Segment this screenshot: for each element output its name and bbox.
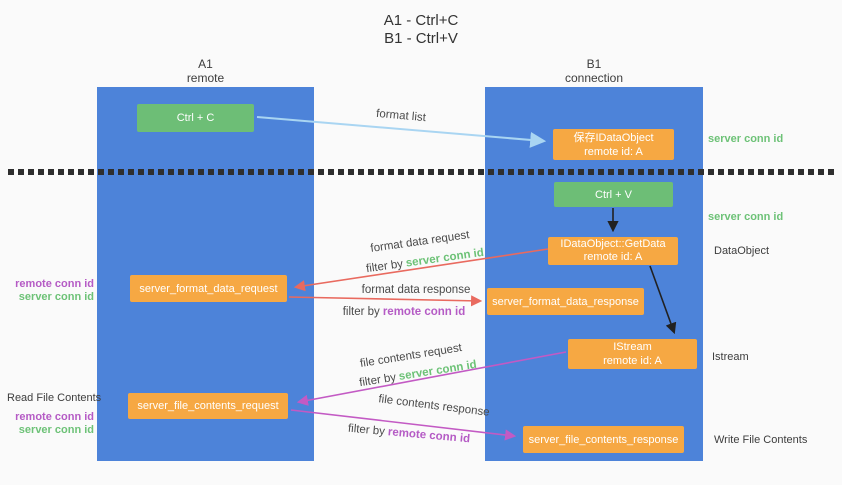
left-column-header: A1 remote (97, 57, 314, 85)
server-format-data-response-label: server_format_data_response (492, 295, 639, 308)
server-file-contents-request-box: server_file_contents_request (128, 393, 288, 419)
phase-divider-dashed-line (8, 169, 836, 175)
right-column-name: B1 (586, 57, 602, 71)
remote-conn-id-annotation: remote conn id (15, 278, 94, 290)
istream-line2: remote id: A (603, 355, 662, 367)
filter-by-text: filter by (347, 422, 386, 438)
istream-annotation: Istream (712, 351, 749, 363)
idataobject-getdata-box: IDataObject::GetData remote id: A (548, 237, 678, 265)
left-column-name: A1 (198, 57, 213, 71)
server-file-contents-request-label: server_file_contents_request (137, 400, 279, 412)
title-line-1: A1 - Ctrl+C (383, 12, 459, 29)
server-conn-id-annotation: server conn id (18, 291, 94, 303)
getdata-line2: remote id: A (583, 251, 643, 263)
ctrl-c-box: Ctrl + C (137, 104, 254, 132)
server-conn-id-text: server conn id (405, 246, 485, 270)
server-conn-id-annotation: server conn id (18, 424, 94, 436)
server-file-contents-response-label: server_file_contents_response (528, 433, 679, 446)
remote-conn-id-text: remote conn id (382, 306, 466, 318)
ctrl-c-label: Ctrl + C (176, 112, 215, 124)
right-column-role: connection (564, 71, 624, 85)
read-file-contents-annotation: Read File Contents (7, 392, 102, 404)
ctrl-v-box: Ctrl + V (554, 182, 673, 207)
save-idataobject-line1: 保存IDataObject (573, 132, 654, 144)
format-data-response-arrow (288, 295, 483, 307)
format-list-label: format list (375, 107, 427, 125)
save-idataobject-line2: remote id: A (584, 146, 643, 158)
title-line-2: B1 - Ctrl+V (384, 30, 458, 47)
server-file-contents-response-box: server_file_contents_response (523, 426, 684, 453)
istream-box: IStream remote id: A (568, 339, 697, 369)
filter-by-text: filter by (365, 258, 404, 276)
server-conn-id-text: server conn id (398, 358, 478, 383)
file-contents-response-label: file contents response (377, 393, 491, 419)
conn-id-pair-bottom: remote conn id server conn id (0, 411, 94, 437)
left-column-role: remote (186, 71, 225, 85)
format-data-response-label: format data response (361, 284, 471, 296)
remote-conn-id-text: remote conn id (387, 426, 471, 446)
right-column-header: B1 connection (485, 57, 703, 85)
dataobject-annotation: DataObject (714, 245, 770, 257)
server-conn-id-annotation-top: server conn id (708, 133, 784, 145)
diagram-title: A1 - Ctrl+C B1 - Ctrl+V (0, 12, 842, 48)
remote-conn-id-annotation: remote conn id (15, 411, 94, 423)
save-idataobject-box: 保存IDataObject remote id: A (553, 129, 674, 160)
server-format-data-response-box: server_format_data_response (487, 288, 644, 315)
getdata-line1: IDataObject::GetData (560, 238, 666, 250)
istream-line1: IStream (613, 341, 652, 353)
server-format-data-request-box: server_format_data_request (130, 275, 287, 302)
server-format-data-request-label: server_format_data_request (139, 282, 278, 295)
server-conn-id-annotation-mid: server conn id (708, 211, 784, 223)
write-file-contents-annotation: Write File Contents (714, 434, 808, 446)
filter-by-text: filter by (358, 371, 397, 390)
conn-id-pair-top: remote conn id server conn id (0, 278, 94, 304)
ctrl-v-label: Ctrl + V (595, 188, 632, 201)
filter-by-text: filter by (342, 306, 380, 318)
